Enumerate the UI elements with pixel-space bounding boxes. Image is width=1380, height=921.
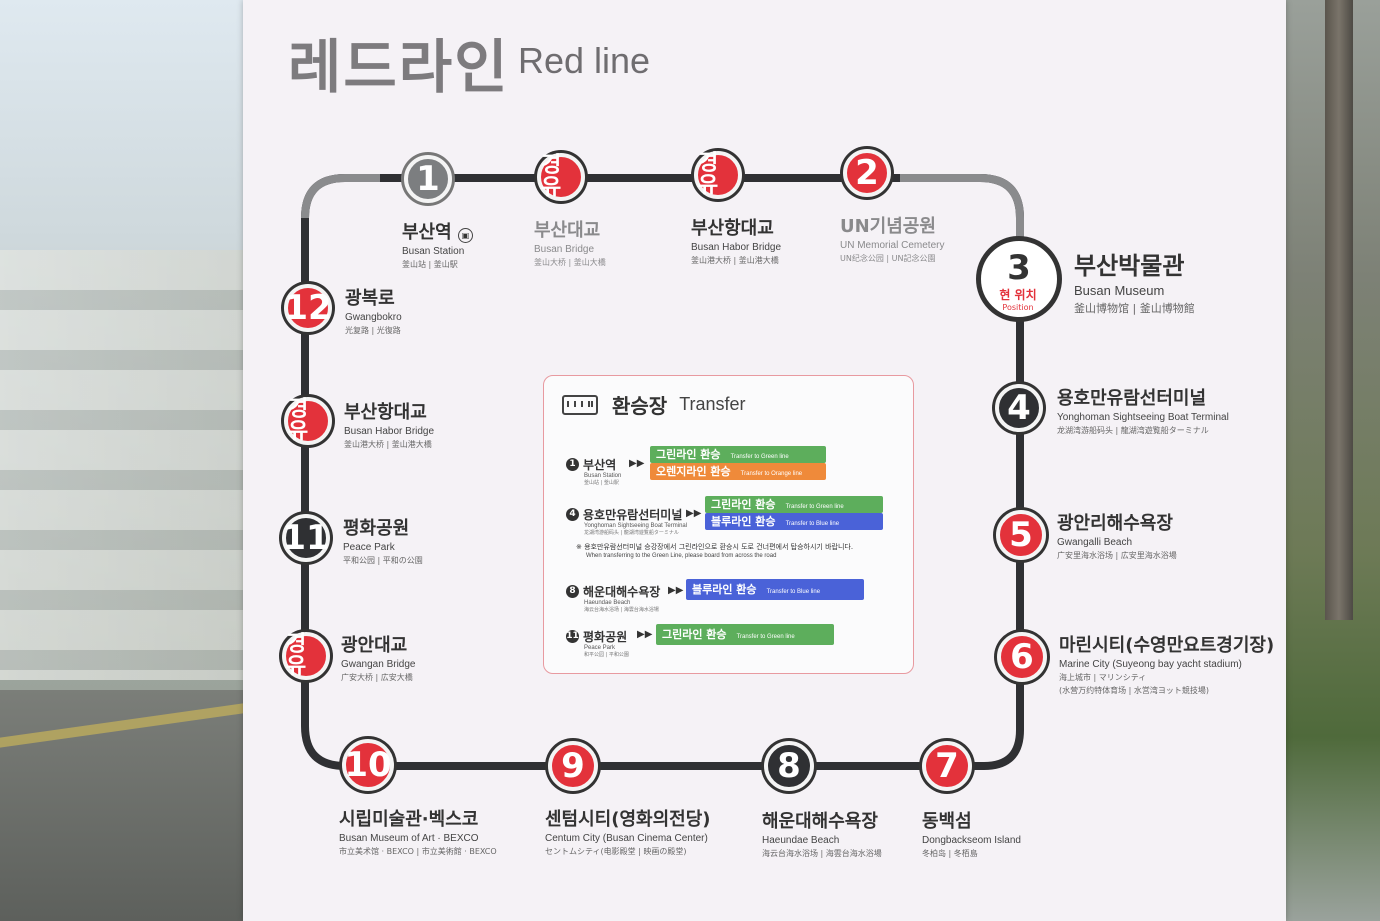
- current-position-sub: Position: [1002, 303, 1034, 312]
- transfer-marker: 경유: [537, 153, 585, 201]
- station-4-marker: 4: [995, 384, 1043, 432]
- station-2-marker: 2: [843, 149, 891, 197]
- title-korean: 레드라인: [288, 33, 510, 101]
- transfer-marker: 경유: [282, 632, 330, 680]
- stop-label-5: 광안리해수욕장 Gwangalli Beach 广安里海水浴场 | 広安里海水浴…: [1057, 513, 1177, 560]
- stop-label-12: 광복로 Gwangbokro 光复路 | 光復路: [345, 288, 402, 335]
- stop-label-4: 용호만유람선터미널 Yonghoman Sightseeing Boat Ter…: [1057, 388, 1229, 435]
- station-1-marker: 1: [404, 155, 452, 203]
- transfer-note-ko: ※ 용호만유람선터미널 승강장에서 그린라인으로 환승시 도로 건너편에서 탑승…: [576, 543, 854, 551]
- stop-label-10: 시립미술관·벡스코 Busan Museum of Art · BEXCO 市立…: [339, 809, 497, 856]
- transfer-title-ko: 환승장: [612, 394, 668, 418]
- stop-label-busan-habor-bridge-left: 부산항대교 Busan Habor Bridge 釜山港大桥 | 釜山港大橋: [344, 402, 435, 449]
- current-position-label: 현 위치: [999, 288, 1037, 302]
- transfer-marker: 경유: [694, 151, 742, 199]
- background-building: [0, 250, 250, 680]
- station-12-marker: 12: [284, 284, 332, 332]
- station-8-marker: 8: [764, 741, 814, 791]
- double-arrow-icon: ▶▶: [629, 458, 645, 469]
- double-arrow-icon: ▶▶: [686, 508, 702, 519]
- transfer-marker: 경유: [284, 397, 332, 445]
- double-arrow-icon: ▶▶: [668, 585, 684, 596]
- station-11-marker: 11: [282, 514, 330, 562]
- transfer-header: 환승장 Transfer: [562, 390, 746, 419]
- stop-label-8: 해운대해수욕장 Haeundae Beach 海云台海水浴场 | 海雲台海水浴場: [762, 811, 882, 858]
- stop-label-3: 부산박물관 Busan Museum 釜山博物馆 | 釜山博物館: [1074, 252, 1195, 315]
- transfer-note-en: When transferring to the Green Line, ple…: [586, 553, 777, 559]
- transfer-title-en: Transfer: [679, 394, 746, 414]
- train-icon: [562, 394, 598, 415]
- stop-label-6: 마린시티(수영만요트경기장) Marine City (Suyeong bay …: [1059, 635, 1275, 695]
- background-tree-trunk: [1325, 0, 1353, 620]
- stop-label-busan-bridge: 부산대교 Busan Bridge 釜山大桥 | 釜山大橋: [534, 220, 606, 267]
- bus-icon: ▣: [457, 228, 473, 243]
- stop-label-11: 평화공원 Peace Park 平和公园 | 平和の公園: [343, 518, 423, 565]
- station-9-marker: 9: [548, 741, 598, 791]
- stop-label-2: UN기념공원 UN Memorial Cemetery UN纪念公园 | UN記…: [840, 216, 945, 263]
- station-5-marker: 5: [996, 510, 1046, 560]
- stop-label-busan-habor-bridge-top: 부산항대교 Busan Habor Bridge 釜山港大桥 | 釜山港大橋: [691, 218, 782, 265]
- title-english: Red line: [518, 40, 651, 81]
- double-arrow-icon: ▶▶: [637, 629, 653, 640]
- stop-label-1: 부산역 ▣ Busan Station 釜山站 | 釜山駅: [402, 218, 473, 270]
- stop-label-gwangan-bridge: 광안대교 Gwangan Bridge 广安大桥 | 広安大橋: [341, 635, 416, 682]
- station-10-marker: 10: [342, 739, 394, 791]
- stop-label-7: 동백섬 Dongbackseom Island 冬柏岛 | 冬栢島: [922, 811, 1021, 858]
- station-3-current-marker: 3: [976, 236, 1062, 322]
- station-7-marker: 7: [922, 741, 972, 791]
- station-6-marker: 6: [997, 632, 1047, 682]
- stop-label-9: 센텀시티(영화의전당) Centum City (Busan Cinema Ce…: [545, 809, 711, 856]
